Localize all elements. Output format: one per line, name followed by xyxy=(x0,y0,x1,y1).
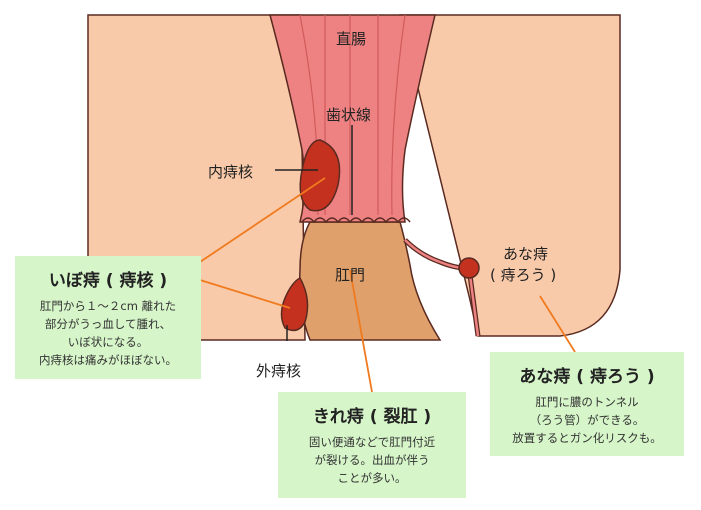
box-line: が裂ける。出血が伴う xyxy=(314,453,430,467)
box-line: 肛門から１～２cm 離れた xyxy=(39,299,177,313)
label-internal-hemorrhoid: 内痔核 xyxy=(208,163,254,181)
anus-region xyxy=(298,221,442,341)
box-line: いぼ状になる。 xyxy=(67,335,149,349)
box-line: 内痔核は痛みがほぼない。 xyxy=(39,353,177,367)
box-line: 固い便通などで肛門付近 xyxy=(308,435,436,449)
label-external-hemorrhoid: 外痔核 xyxy=(256,362,302,380)
hemorrhoid-info-box: いぼ痔 ( 痔核 ) 肛門から１～２cm 離れた 部分がうっ血して腫れ、 いぼ状… xyxy=(15,256,201,379)
fistula-abscess xyxy=(458,257,480,279)
label-dentate-line: 歯状線 xyxy=(326,106,372,124)
fissure-info-box: きれ痔 ( 裂肛 ) 固い便通などで肛門付近 が裂ける。出血が伴う ことが多い。 xyxy=(278,392,466,498)
label-anus: 肛門 xyxy=(335,266,366,284)
label-fistula: あな痔 xyxy=(503,245,549,263)
label-rectum: 直腸 xyxy=(336,30,367,48)
label-fistula-sub: ( 痔ろう ) xyxy=(490,266,557,284)
box-title: いぼ痔 ( 痔核 ) xyxy=(48,271,168,291)
box-title: あな痔 ( 痔ろう ) xyxy=(519,367,655,387)
dentate-line xyxy=(301,217,411,224)
box-line: ことが多い。 xyxy=(337,471,407,485)
box-title: きれ痔 ( 裂肛 ) xyxy=(312,407,432,427)
right-buttock xyxy=(399,14,621,337)
fistula-info-box: あな痔 ( 痔ろう ) 肛門に膿のトンネル （ろう管）ができる。 放置するとガン… xyxy=(490,352,684,456)
box-line: （ろう管）ができる。 xyxy=(529,413,645,427)
internal-hemorrhoid xyxy=(299,139,341,212)
box-line: 肛門に膿のトンネル xyxy=(535,395,639,409)
box-line: 部分がうっ血して腫れ、 xyxy=(44,317,172,331)
box-line: 放置するとガン化リスクも。 xyxy=(512,431,662,445)
external-hemorrhoid xyxy=(280,277,309,332)
